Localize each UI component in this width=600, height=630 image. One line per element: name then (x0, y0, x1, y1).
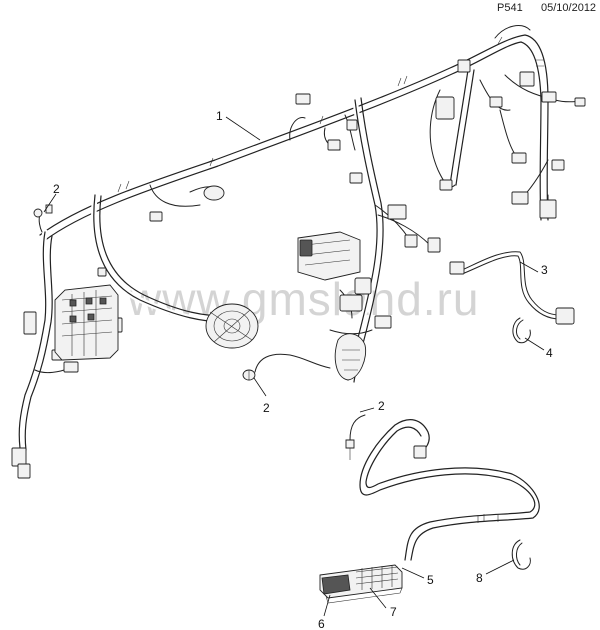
connector-icon (11, 447, 27, 467)
connector-icon (97, 267, 107, 277)
callout-2-upper-left: 2 (53, 182, 60, 196)
main-harness (16, 23, 551, 451)
connector-icon (539, 199, 557, 219)
connector-icon (439, 179, 453, 191)
diagram-date: 05/10/2012 (541, 2, 597, 14)
connector-icon (17, 463, 31, 479)
clip-8 (510, 538, 532, 571)
sensor-2-center (242, 353, 331, 381)
connector-icon (63, 361, 79, 373)
callout-4: 4 (546, 346, 553, 360)
connector-icon (203, 185, 225, 201)
callout-8: 8 (476, 571, 483, 585)
connector-icon (551, 159, 565, 171)
control-module-6-7 (319, 564, 403, 604)
callout-7: 7 (390, 605, 397, 619)
connector-icon (435, 96, 455, 120)
steering-clockspring (205, 303, 259, 349)
callout-2-center: 2 (263, 401, 270, 415)
connector-icon (457, 59, 471, 73)
callout-2-lower: 2 (378, 399, 385, 413)
center-module-assembly (297, 231, 372, 381)
connector-icon (387, 204, 407, 220)
connector-icon (346, 119, 358, 131)
connector-icon (489, 96, 503, 108)
leader-lines (43, 116, 545, 617)
callout-3: 3 (541, 263, 548, 277)
connector-icon (427, 237, 441, 253)
sensor-2-lower (345, 414, 366, 460)
connector-icon (519, 71, 535, 87)
jumper-harness-3 (449, 250, 575, 325)
clip-loop-4 (511, 316, 532, 345)
connector-icon (149, 211, 163, 222)
fuse-block (54, 284, 119, 361)
floor-harness-5 (357, 416, 540, 563)
callout-1: 1 (216, 109, 223, 123)
diagram-code: P541 (497, 2, 523, 14)
connector-icon (574, 97, 586, 107)
connector-icon (541, 91, 557, 103)
callout-numbers: 1 2 2 2 3 4 5 6 7 8 (53, 109, 553, 630)
callout-5: 5 (427, 573, 434, 587)
connector-icon (404, 234, 418, 248)
connector-icon (511, 152, 527, 164)
callout-6: 6 (318, 617, 325, 630)
connector-icon (23, 311, 37, 335)
connector-icon (511, 191, 529, 205)
connector-icon (327, 139, 341, 151)
connector-icon (349, 172, 363, 184)
harness-connectors (11, 59, 586, 479)
connector-icon (374, 315, 392, 329)
connector-icon (295, 93, 311, 105)
